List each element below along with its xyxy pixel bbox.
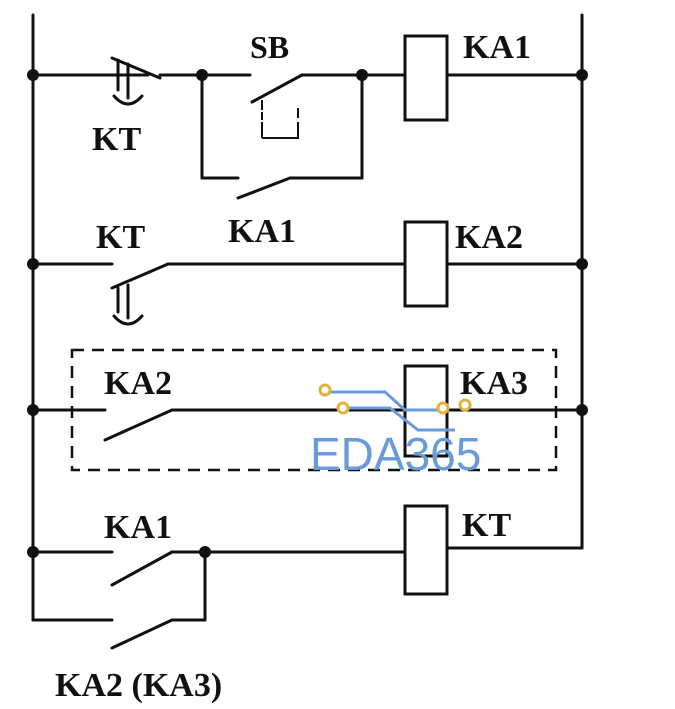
kt-contact-label-rung2: KT [96, 219, 145, 256]
ka1-contact-label-rung4: KA1 [104, 509, 172, 546]
kt-coil [403, 504, 449, 596]
sb-pushbutton [200, 73, 364, 139]
watermark-text: EDA365 [310, 428, 481, 480]
rung-3: KA2 KA3 [27, 348, 588, 472]
rung-4: KA1 KT KA2 (KA3) [27, 504, 584, 704]
rung-1: SB KT KA1 KA1 [27, 29, 588, 250]
ka2-coil-label: KA2 [455, 219, 523, 256]
kt-contact-label-rung1: KT [92, 121, 141, 158]
ka1-contact-label-rung1: KA1 [228, 213, 296, 250]
rung-2: KT KA2 [27, 219, 588, 326]
ka2-coil [403, 220, 449, 308]
ka1-coil-label: KA1 [463, 29, 531, 66]
sb-label: SB [250, 29, 289, 65]
ka2-no-contact [103, 408, 174, 442]
ka1-holding-branch [200, 73, 364, 200]
ka1-no-contact [110, 550, 174, 587]
ka2-ka3-contact-label: KA2 (KA3) [55, 667, 222, 704]
kt-delay-nc-contact [110, 56, 204, 106]
kt-delay-no-contact [110, 262, 170, 326]
ka3-coil-label: KA3 [460, 365, 528, 402]
watermark-logo: EDA365 [310, 383, 481, 480]
ka2-ka3-parallel-contact [110, 618, 174, 650]
ka2-contact-label: KA2 [104, 365, 172, 402]
ka1-coil [403, 34, 449, 122]
kt-coil-label: KT [462, 507, 511, 544]
